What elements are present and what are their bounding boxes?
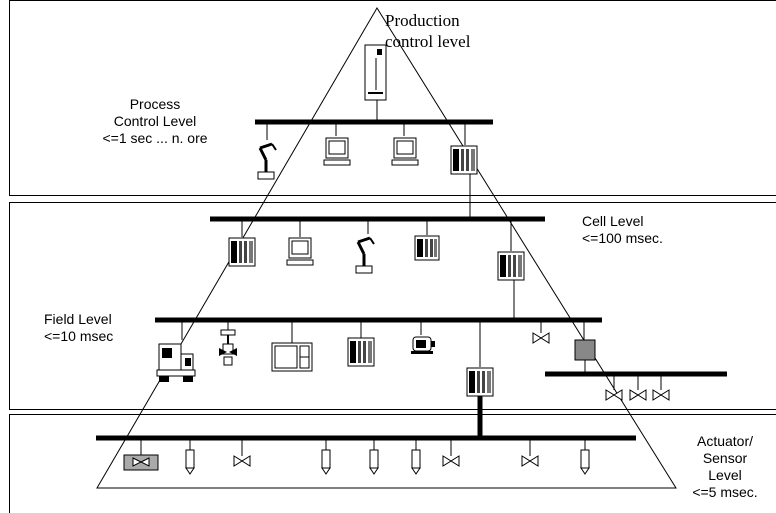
valve-icon bbox=[532, 332, 550, 344]
production-label-line-2: control level bbox=[385, 32, 471, 51]
cell-level-label: Cell Level <=100 msec. bbox=[582, 213, 663, 247]
valve-icon bbox=[219, 329, 237, 366]
workstation-icon bbox=[286, 237, 314, 266]
operator-panel-icon bbox=[271, 342, 313, 372]
process-label-line-2: Control Level bbox=[113, 113, 197, 129]
sensor-icon bbox=[580, 449, 590, 475]
field-label-line-1: Field Level bbox=[44, 311, 112, 327]
workstation-icon bbox=[391, 137, 419, 166]
band-process-level bbox=[9, 0, 776, 196]
motor-icon bbox=[411, 336, 435, 354]
actuator-label-line-4: <=5 msec. bbox=[692, 484, 758, 500]
robot-arm-icon bbox=[355, 236, 375, 274]
workstation-icon bbox=[323, 137, 351, 166]
actuator-label-line-2: Sensor bbox=[702, 450, 748, 466]
actuator-label-line-1: Actuator/ bbox=[696, 433, 754, 449]
valve-icon bbox=[233, 455, 251, 467]
actuator-label-line-3: Level bbox=[708, 467, 742, 483]
production-label-line-1: Production bbox=[385, 11, 460, 30]
cell-label-line-1: Cell Level bbox=[582, 213, 644, 229]
plc-rack-icon bbox=[466, 367, 494, 397]
field-level-label: Field Level <=10 msec bbox=[44, 311, 113, 345]
plc-rack-icon bbox=[347, 337, 375, 367]
plc-rack-icon bbox=[228, 237, 256, 267]
field-label-line-2: <=10 msec bbox=[44, 328, 114, 344]
plc-rack-icon bbox=[414, 235, 440, 261]
actuator-level-label: Actuator/ Sensor Level <=5 msec. bbox=[680, 433, 770, 501]
gateway-box-icon bbox=[574, 339, 596, 361]
process-label-line-3: <=1 sec ... n. ore bbox=[102, 130, 208, 146]
cnc-machine-icon bbox=[156, 343, 196, 382]
plc-rack-icon bbox=[450, 145, 478, 175]
sensor-icon bbox=[411, 449, 421, 475]
sensor-icon bbox=[185, 449, 195, 475]
valve-icon bbox=[652, 389, 670, 401]
sensor-icon bbox=[369, 449, 379, 475]
band-actuator-level bbox=[9, 414, 776, 513]
robot-arm-icon bbox=[257, 142, 277, 180]
band-cell-field-level bbox=[9, 202, 776, 410]
sensor-icon bbox=[321, 449, 331, 475]
valve-icon bbox=[629, 389, 647, 401]
cell-label-line-2: <=100 msec. bbox=[582, 230, 663, 246]
process-level-label: Process Control Level <=1 sec ... n. ore bbox=[85, 96, 225, 147]
process-label-line-1: Process bbox=[129, 96, 181, 112]
production-control-label: Production control level bbox=[385, 10, 470, 52]
server-cabinet-icon bbox=[364, 44, 387, 101]
valve-icon bbox=[521, 455, 539, 467]
valve-box-icon bbox=[123, 454, 159, 471]
plc-rack-icon bbox=[497, 251, 525, 281]
valve-icon bbox=[605, 389, 623, 401]
valve-icon bbox=[442, 455, 460, 467]
